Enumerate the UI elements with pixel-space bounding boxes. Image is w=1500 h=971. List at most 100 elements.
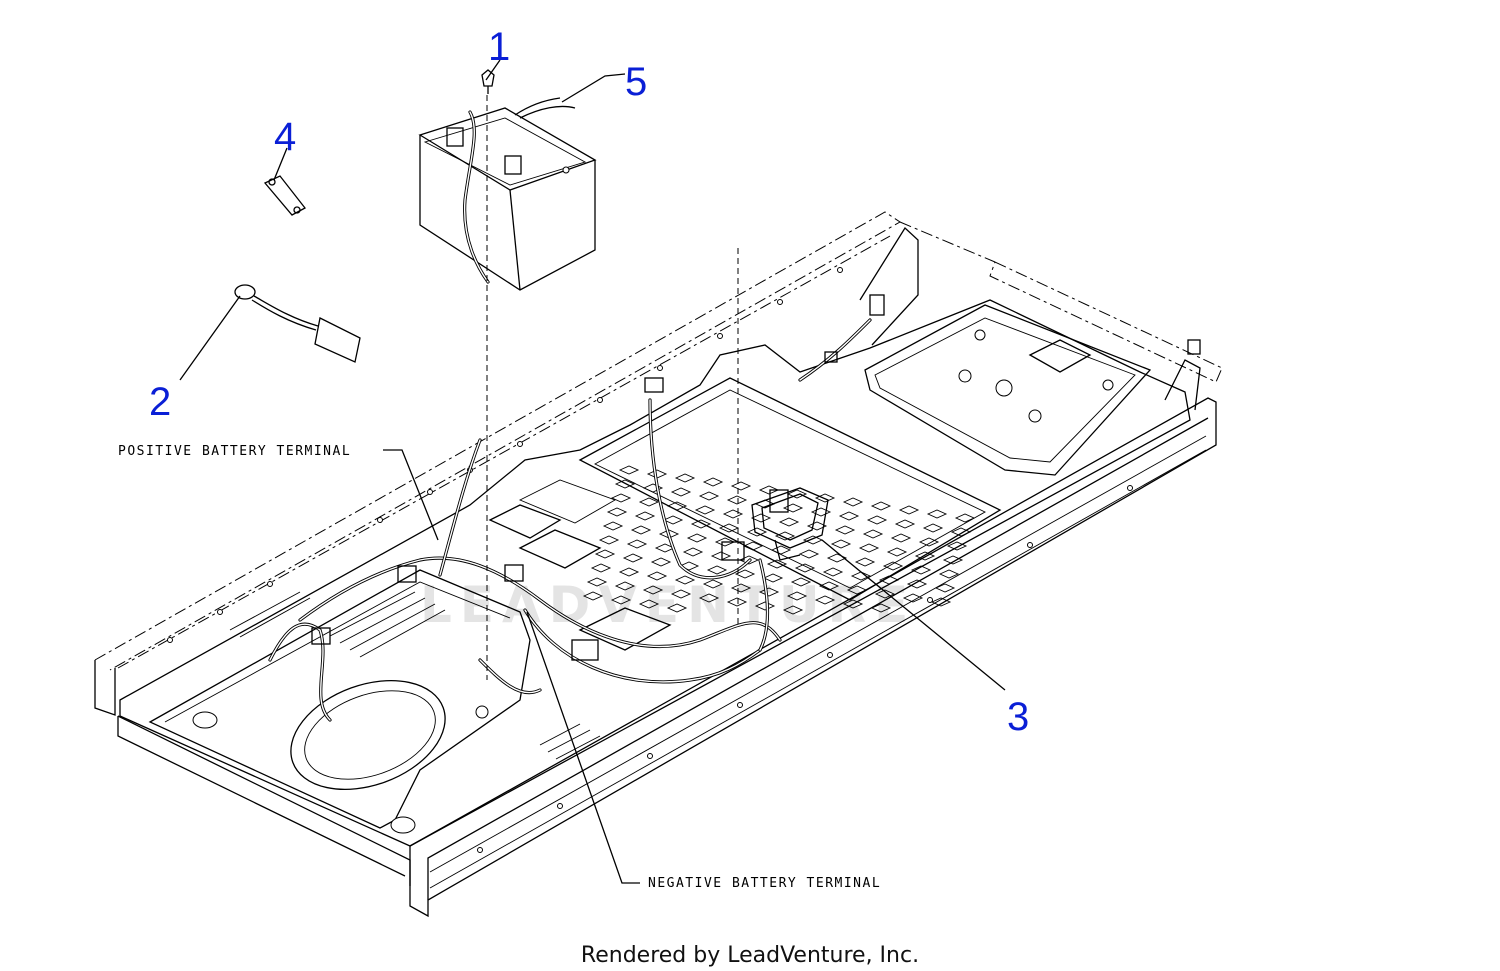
deck-slot (674, 473, 696, 483)
deck-slot (810, 507, 832, 517)
negative-terminal-label: NEGATIVE BATTERY TERMINAL (648, 876, 881, 891)
deck-slot (702, 477, 724, 487)
deck-slot (766, 559, 788, 569)
callout-4: 4 (274, 115, 296, 159)
deck-slot (638, 599, 660, 609)
deck-slot (790, 577, 812, 587)
deck-slot (666, 603, 688, 613)
deck-slot (718, 523, 740, 533)
wiring-harness (268, 294, 885, 722)
deck-slot (682, 547, 704, 557)
deck-slot (814, 493, 836, 503)
callout-3: 3 (1007, 695, 1029, 739)
deck-slot (858, 543, 880, 553)
deck-slot (826, 553, 848, 563)
part-3-module (751, 487, 829, 561)
deck-slot (870, 501, 892, 511)
deck-slot (630, 525, 652, 535)
deck-slot (778, 517, 800, 527)
deck-slot (782, 503, 804, 513)
chassis-frame (94, 211, 1223, 918)
deck-slot (950, 527, 972, 537)
deck-slot (938, 569, 960, 579)
deck-slot (794, 563, 816, 573)
deck-slot (650, 557, 672, 567)
deck-slot (802, 535, 824, 545)
deck-slot (622, 553, 644, 563)
deck-slot (690, 519, 712, 529)
centerlines (486, 95, 739, 680)
deck-slot (834, 525, 856, 535)
deck-slot (670, 487, 692, 497)
deck-slot (686, 533, 708, 543)
deck-slot (866, 515, 888, 525)
deck-slot (594, 549, 616, 559)
deck-slot (838, 511, 860, 521)
deck-slot (614, 479, 636, 489)
render-credit: Rendered by LeadVenture, Inc. (581, 943, 919, 968)
leader-lines (179, 59, 1006, 884)
deck-slot (946, 541, 968, 551)
deck-slot (822, 567, 844, 577)
deck-slot (642, 585, 664, 595)
deck-slot (586, 577, 608, 587)
deck-slot (786, 591, 808, 601)
deck-slot (726, 495, 748, 505)
deck-slot (702, 579, 724, 589)
deck-slot (874, 589, 896, 599)
positive-terminal-label: POSITIVE BATTERY TERMINAL (118, 444, 351, 459)
deck-slot (954, 513, 976, 523)
deck-slot (798, 549, 820, 559)
deck-slot (730, 481, 752, 491)
callout-1: 1 (488, 25, 510, 69)
deck-slot (846, 585, 868, 595)
deck-slot (814, 595, 836, 605)
deck-slot (698, 593, 720, 603)
deck-slot (722, 509, 744, 519)
deck-slot (618, 465, 640, 475)
battery (418, 97, 597, 291)
deck-slot (606, 507, 628, 517)
deck-slot (726, 597, 748, 607)
deck-slot (582, 591, 604, 601)
deck-slot (610, 493, 632, 503)
deck-slot (930, 597, 952, 607)
part-2-key (234, 284, 361, 363)
deck-slot (922, 523, 944, 533)
deck-slot (842, 497, 864, 507)
deck-slot (602, 521, 624, 531)
deck-slot (706, 565, 728, 575)
part-4-plate (263, 175, 306, 216)
watermark: LEADVENTURE (420, 576, 916, 634)
deck-slot (694, 505, 716, 515)
deck-slot (710, 551, 732, 561)
deck-slot (666, 501, 688, 511)
deck-slot (850, 571, 872, 581)
deck-perforation-grid (582, 465, 976, 615)
deck-slot (638, 497, 660, 507)
deck-slot (750, 513, 772, 523)
part-1-bolt (481, 69, 495, 94)
deck-slot (762, 573, 784, 583)
deck-slot (918, 537, 940, 547)
deck-slot (610, 595, 632, 605)
deck-slot (854, 557, 876, 567)
deck-slot (842, 599, 864, 609)
deck-slot (882, 561, 904, 571)
deck-slot (914, 551, 936, 561)
deck-slot (634, 511, 656, 521)
deck-slot (782, 605, 804, 615)
deck-slot (598, 535, 620, 545)
deck-slot (754, 601, 776, 611)
deck-slot (902, 593, 924, 603)
deck-slot (934, 583, 956, 593)
deck-slot (670, 589, 692, 599)
deck-slot (926, 509, 948, 519)
deck-slot (878, 575, 900, 585)
deck-slot (830, 539, 852, 549)
callout-2: 2 (149, 380, 171, 424)
deck-slot (862, 529, 884, 539)
deck-slot (626, 539, 648, 549)
deck-slot (642, 483, 664, 493)
